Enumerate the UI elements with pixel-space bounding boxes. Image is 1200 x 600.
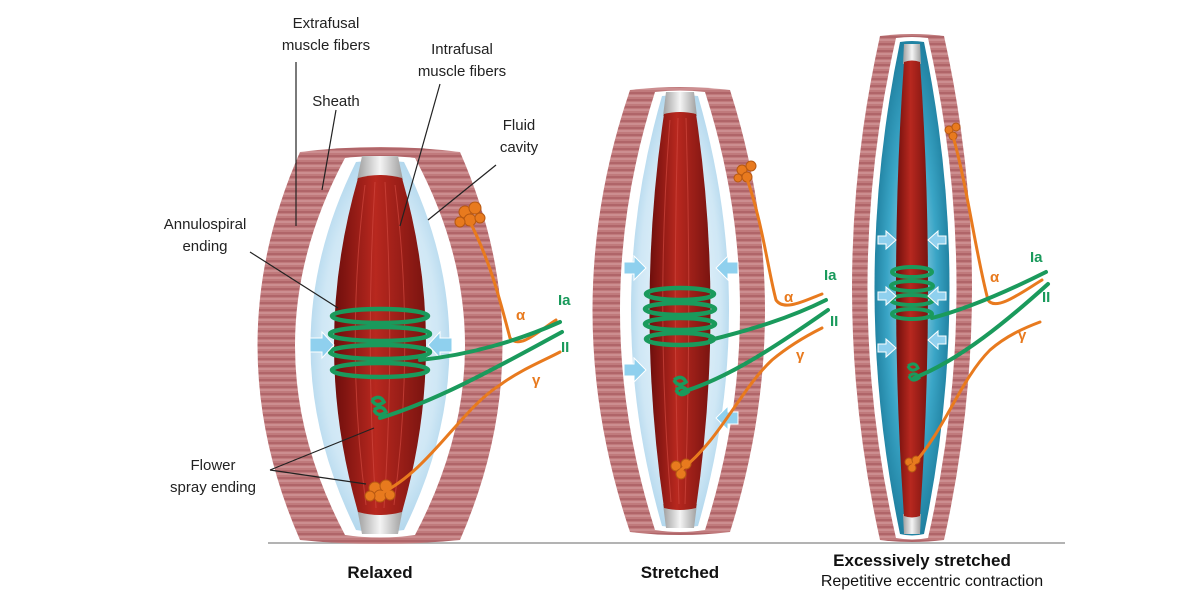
- nerve-ii-excessive: II: [1042, 289, 1050, 306]
- spindle-stretched: [592, 87, 830, 535]
- nerve-gamma-excessive: γ: [1018, 327, 1027, 344]
- label-intrafusal-line1: Intrafusal: [431, 41, 493, 58]
- caption-stretched: Stretched: [641, 563, 719, 582]
- nerve-alpha-excessive: α: [990, 269, 1000, 286]
- nerve-fibers: [910, 134, 1050, 468]
- nerve-gamma-relaxed: γ: [532, 372, 541, 389]
- label-sheath: Sheath: [312, 93, 360, 110]
- nerve-ii-stretched: II: [830, 313, 838, 330]
- nerve-ia-stretched: Ia: [824, 267, 837, 284]
- label-extrafusal-line1: Extrafusal: [293, 15, 360, 32]
- nerve-alpha-stretched: α: [784, 289, 794, 306]
- caption-excessively-stretched: Excessively stretched: [833, 551, 1011, 570]
- top-cap: [903, 44, 921, 64]
- spindle-relaxed: [257, 147, 564, 544]
- label-annulospiral-line2: ending: [182, 238, 227, 255]
- gamma-endplate-top: [454, 201, 486, 228]
- nerve-ii-relaxed: II: [561, 339, 569, 356]
- nerve-alpha-relaxed: α: [516, 307, 526, 324]
- caption-repetitive-eccentric: Repetitive eccentric contraction: [821, 573, 1043, 590]
- bottom-cap: [663, 504, 697, 528]
- nerve-fibers: [378, 216, 564, 496]
- leader-lines: [249, 62, 497, 485]
- nerve-ia-relaxed: Ia: [558, 292, 571, 309]
- nerve-fibers: [679, 174, 830, 472]
- bottom-cap: [903, 514, 921, 534]
- label-intrafusal-line2: muscle fibers: [418, 63, 506, 80]
- spindle-excessive: [852, 34, 1050, 542]
- caption-relaxed: Relaxed: [347, 563, 412, 582]
- label-fluid-line2: cavity: [500, 139, 539, 156]
- nerve-ia-excessive: Ia: [1030, 249, 1043, 266]
- label-annulospiral-line1: Annulospiral: [164, 216, 247, 233]
- flower-spray-coil: [370, 395, 389, 417]
- gamma-endplate-top: [733, 160, 757, 183]
- label-extrafusal-line2: muscle fibers: [282, 37, 370, 54]
- label-flower-line2: spray ending: [170, 479, 256, 496]
- pressure-arrows: [309, 330, 453, 360]
- annulospiral-coils: [327, 306, 433, 380]
- pressure-arrows: [877, 229, 947, 359]
- nerve-gamma-stretched: γ: [796, 347, 805, 364]
- label-flower-line1: Flower: [190, 457, 235, 474]
- bottom-cap: [357, 508, 403, 534]
- top-cap: [357, 156, 403, 180]
- top-cap: [663, 92, 697, 116]
- label-fluid-line1: Fluid: [503, 117, 536, 134]
